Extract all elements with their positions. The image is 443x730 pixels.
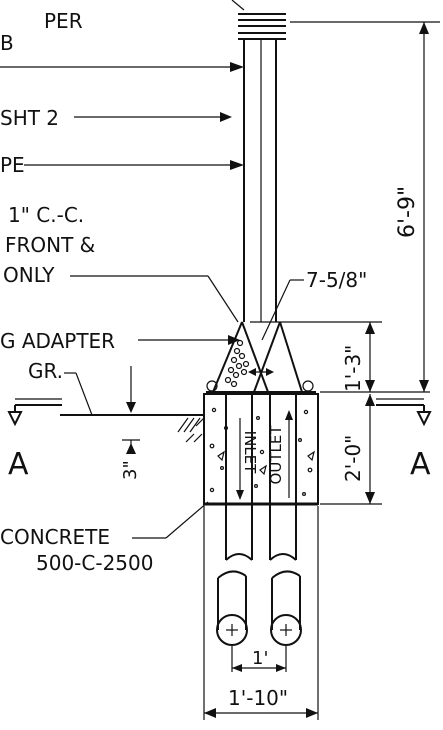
dim-base-width-line (204, 708, 318, 718)
concrete-block (203, 393, 319, 506)
pipe-cap (231, 0, 286, 40)
dim-spacing-label: 1' (252, 648, 268, 669)
dim-3in-lines (122, 366, 140, 454)
label-b: B (0, 31, 14, 55)
label-concrete-1: CONCRETE (0, 525, 110, 549)
label-gr: GR. (28, 359, 63, 383)
dim-below-grade-label: 2'-0" (341, 435, 365, 482)
dim-top-width-leader-diag (261, 279, 291, 341)
pipe-break-upper (225, 553, 297, 561)
outlet-flow-arrowhead (285, 410, 293, 420)
section-marker-right (376, 398, 432, 427)
label-spacing: 1" C.-C. (8, 203, 84, 227)
pipe-end-right (270, 614, 302, 646)
label-sht2: SHT 2 (0, 106, 59, 130)
label-per: PER (44, 9, 83, 33)
section-label-left: A (8, 447, 29, 482)
label-concrete-2: 500-C-2500 (36, 551, 153, 575)
label-only: ONLY (3, 263, 55, 287)
inlet-flow-arrowhead (236, 490, 244, 500)
dim-3in-label: 3" (120, 460, 141, 480)
label-inlet: INLET (241, 431, 259, 474)
pipe-break-lower (217, 570, 301, 579)
dim-base-width-label: 1'-10" (228, 686, 288, 710)
section-marker-left (7, 398, 62, 427)
label-outlet: OUTLET (267, 425, 285, 485)
dim-above-grade-label: 1'-3" (341, 345, 365, 392)
section-label-right: A (410, 447, 431, 482)
grade-hatch (177, 417, 205, 443)
leader-sht2-arrow (220, 112, 232, 122)
leader-concrete-diag (165, 501, 209, 539)
pipe-end-left (216, 614, 248, 646)
leader-pe-arrow (230, 160, 244, 170)
dim-below-grade-line (365, 394, 375, 504)
leader-gr-diag (75, 372, 93, 416)
dim-top-width-label: 7-5/8" (306, 268, 367, 292)
label-adapter: G ADAPTER (0, 329, 115, 353)
label-pe: PE (0, 153, 25, 177)
tapered-adapter (206, 321, 316, 393)
leader-only-diag (207, 275, 239, 323)
leader-per-arrow (230, 62, 244, 72)
dim-overall-height-label: 6'-9" (395, 186, 420, 238)
dim-overall-height-line (419, 22, 429, 392)
label-front: FRONT & (5, 233, 95, 257)
dim-spacing-line (232, 664, 286, 672)
dim-above-grade-line (365, 322, 375, 392)
